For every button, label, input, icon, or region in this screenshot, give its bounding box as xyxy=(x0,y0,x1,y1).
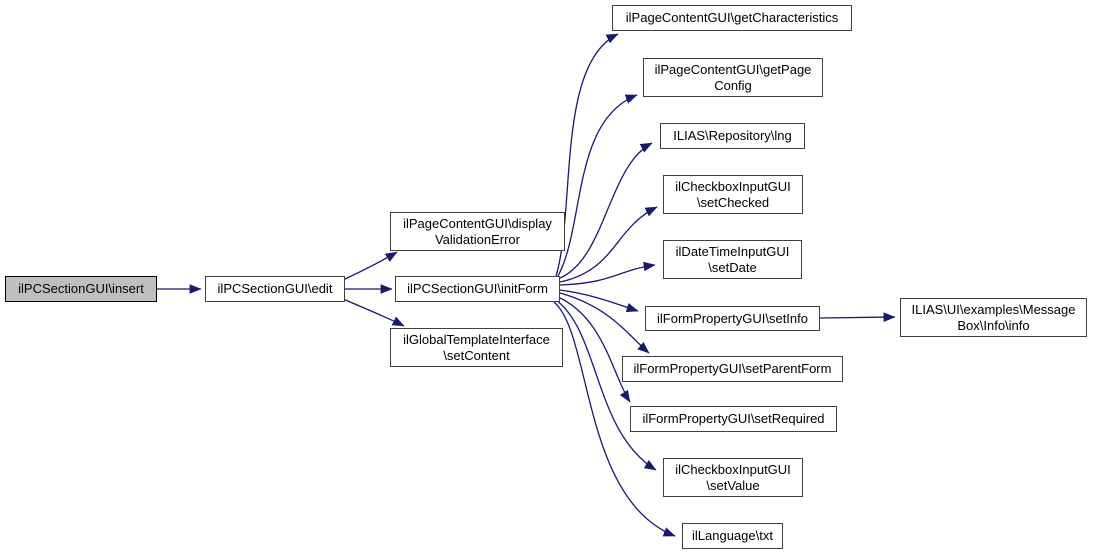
node-message-box-info[interactable]: ILIAS\UI\examples\Message Box\Info\info xyxy=(900,298,1087,337)
edge-init-form-set-info xyxy=(559,289,639,313)
edge-init-form-set-checked xyxy=(559,206,658,283)
node-set-content[interactable]: ilGlobalTemplateInterface \setContent xyxy=(390,328,563,367)
node-set-required[interactable]: ilFormPropertyGUI\setRequired xyxy=(630,406,837,432)
node-insert: ilPCSectionGUI\insert xyxy=(5,276,157,302)
edge-init-form-set-value xyxy=(555,299,657,471)
node-set-date[interactable]: ilDateTimeInputGUI \setDate xyxy=(663,240,802,279)
node-lng[interactable]: ILIAS\Repository\lng xyxy=(660,123,805,149)
edge-init-form-get-page-config xyxy=(557,94,638,277)
node-set-info[interactable]: ilFormPropertyGUI\setInfo xyxy=(645,306,820,331)
edge-init-form-set-parent-form xyxy=(559,292,650,354)
node-txt[interactable]: ilLanguage\txt xyxy=(682,523,783,549)
node-edit[interactable]: ilPCSectionGUI\edit xyxy=(205,276,345,302)
edge-init-form-set-date xyxy=(559,261,656,286)
edge-edit-display-validation-error xyxy=(342,251,398,281)
node-get-page-config[interactable]: ilPageContentGUI\getPage Config xyxy=(643,58,823,97)
node-init-form[interactable]: ilPCSectionGUI\initForm xyxy=(395,276,560,302)
edge-edit-set-content xyxy=(342,298,405,327)
node-display-validation-error[interactable]: ilPageContentGUI\display ValidationError xyxy=(390,212,565,251)
node-get-characteristics[interactable]: ilPageContentGUI\getCharacteristics xyxy=(612,5,852,31)
edge-set-info-message-box-info xyxy=(819,312,896,322)
node-set-checked[interactable]: ilCheckboxInputGUI \setChecked xyxy=(663,175,803,214)
edge-init-form-get-characteristics xyxy=(555,33,619,277)
edge-init-form-lng xyxy=(559,142,653,279)
node-set-value[interactable]: ilCheckboxInputGUI \setValue xyxy=(663,458,803,497)
edge-init-form-set-required xyxy=(557,296,631,403)
node-set-parent-form[interactable]: ilFormPropertyGUI\setParentForm xyxy=(622,356,843,382)
